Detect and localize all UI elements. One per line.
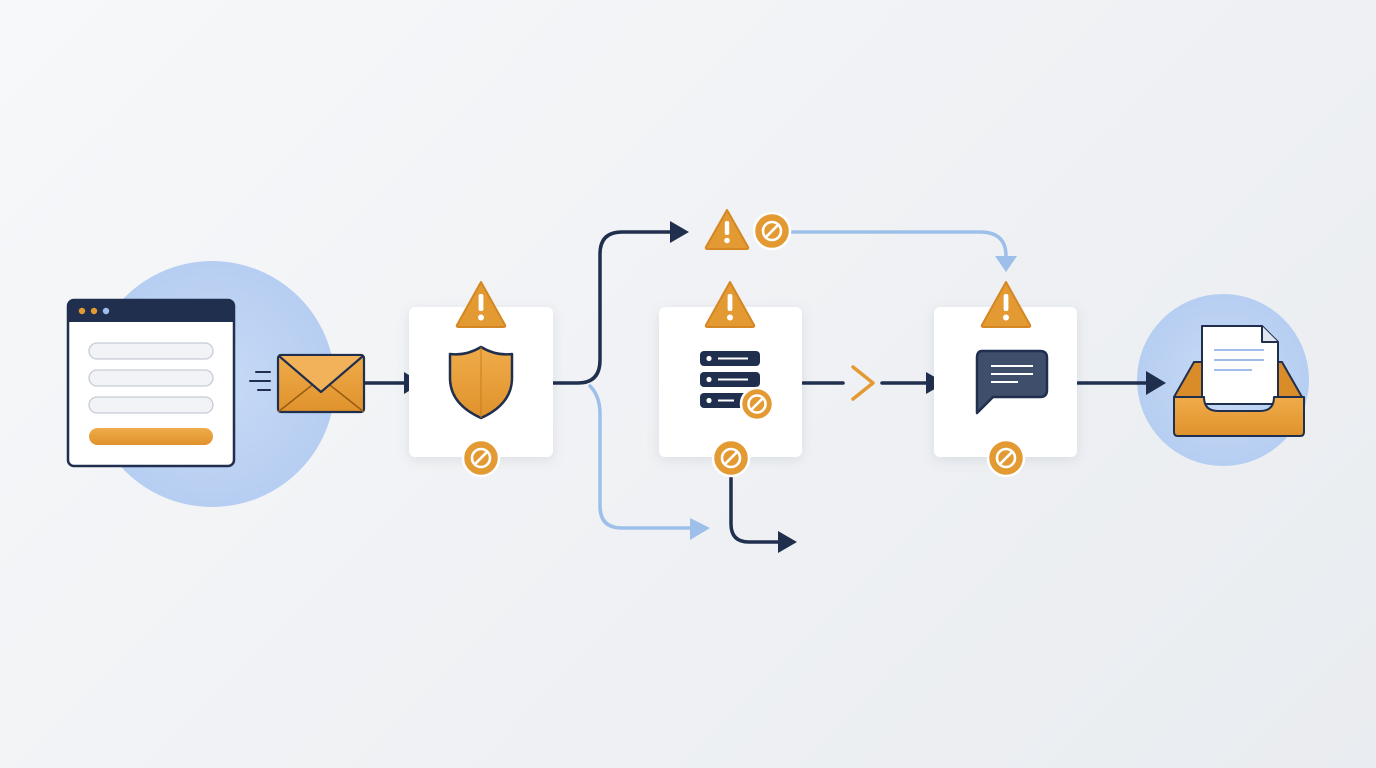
envelope-icon [276,353,366,414]
warning-icon [455,281,507,328]
status-warnings [455,209,1032,328]
form-field [88,396,214,414]
form-field [88,342,214,360]
branch-blocked-icon [752,211,792,251]
edge-filter-to-top-branch [551,230,678,385]
blocked-icon [711,438,751,478]
edge-filter-to-bottom-branch [588,384,696,530]
speed-lines [249,371,271,391]
edge-top-branch-to-message-arrowhead [995,256,1017,272]
edge-message-to-inbox-arrowhead [1146,371,1166,395]
form-window-icon [66,298,236,468]
blocked-icon [986,438,1026,478]
server-blocked-icon [739,386,775,422]
message-processing-node [934,307,1077,457]
branch-warning-icon [704,209,750,250]
status-blocked [461,211,1026,478]
warning-icon [704,281,756,328]
edge-bottom-branch-arrowhead [690,518,710,540]
warning-icon [980,281,1032,328]
edge-server-reject-arrowhead [778,531,797,553]
blocked-icon [461,438,501,478]
window-dot-blue [102,307,110,315]
chevron-icon [851,365,875,401]
form-submit-button [89,428,213,445]
mail-server-node [659,307,802,457]
edge-server-reject [729,476,784,544]
edge-top-branch-arrowhead [670,221,689,243]
security-filter-node [409,307,553,457]
inbox-tray-icon [1173,325,1305,437]
window-dot-orange-2 [90,307,98,315]
form-field [88,369,214,387]
window-dot-orange [78,307,86,315]
edge-top-branch-to-message [788,230,1008,264]
